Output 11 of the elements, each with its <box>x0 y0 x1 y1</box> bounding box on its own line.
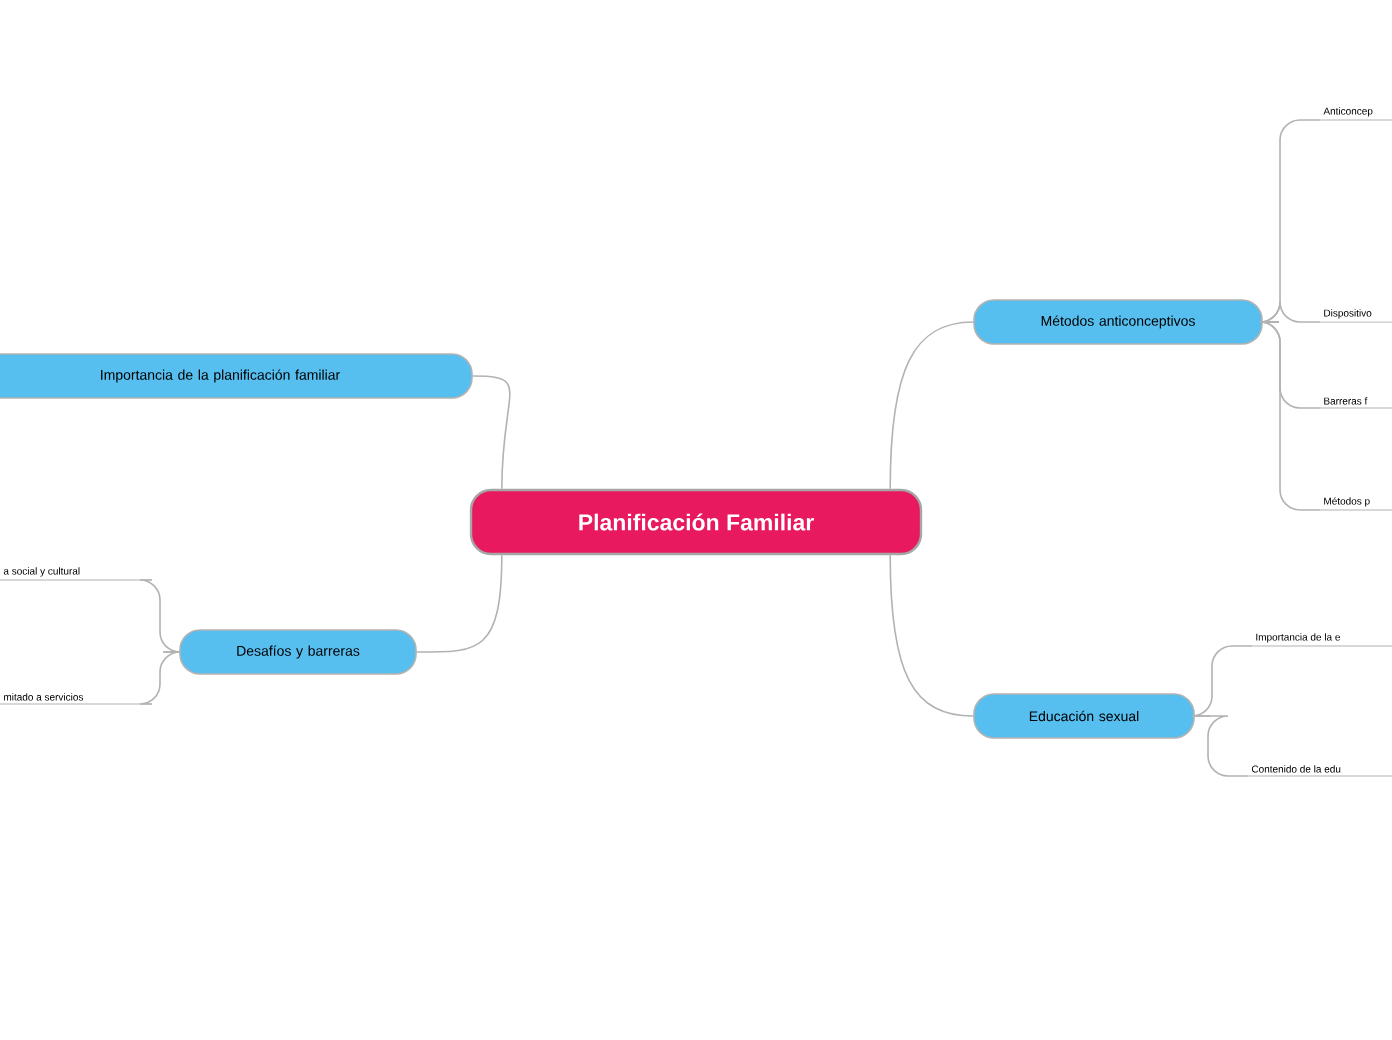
connector-line <box>1259 301 1321 323</box>
connector-line <box>416 554 503 653</box>
connector-line <box>472 375 511 490</box>
connector-line <box>1194 715 1249 777</box>
central-topic-box: Planificación Familiar <box>469 488 923 556</box>
connector-line <box>139 579 181 653</box>
connector-line <box>1191 645 1253 717</box>
connector-line <box>1259 321 1321 511</box>
connector-line <box>139 651 181 705</box>
connector-line <box>889 554 974 717</box>
connector-line <box>889 321 974 490</box>
